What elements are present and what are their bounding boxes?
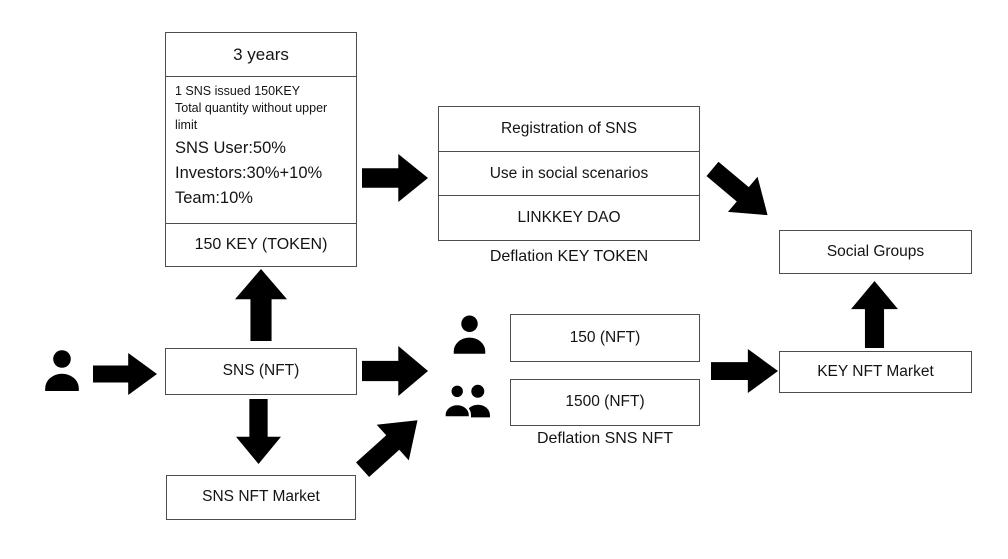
key-usage-stack: Registration of SNS Use in social scenar… [438,106,700,241]
nft-1500-box: 1500 (NFT) [510,379,700,426]
users-icon [441,381,494,419]
arrow-token-to-key-stack [362,154,428,202]
nft-stack-caption: Deflation SNS NFT [536,430,674,447]
arrow-sns-market-to-holders [346,402,433,487]
social-groups-box: Social Groups [779,230,972,274]
sns-nft-box: SNS (NFT) [165,348,357,395]
key-usage-social: Use in social scenarios [438,151,700,196]
token-duration: 3 years [166,33,356,77]
key-stack-caption: Deflation KEY TOKEN [489,248,649,265]
arrow-user-to-sns [93,353,157,395]
token-details: 1 SNS issued 150KEY Total quantity witho… [166,77,356,224]
arrow-key-stack-to-social-groups [698,151,783,233]
alloc-sns-user: SNS User:50% [175,139,286,157]
arrow-sns-to-sns-market [236,399,281,464]
arrow-sns-to-holders [362,346,428,396]
user-icon [447,310,492,360]
token-supply-line: Total quantity without upper limit [175,101,328,132]
key-usage-dao: LINKKEY DAO [438,195,700,241]
key-nft-market-box: KEY NFT Market [779,351,972,393]
key-usage-registration: Registration of SNS [438,106,700,152]
token-issue-line: 1 SNS issued 150KEY [175,84,301,98]
alloc-investors: Investors:30%+10% [175,164,323,182]
arrow-sns-to-token-box [235,269,287,341]
token-allocation-box: 3 years 1 SNS issued 150KEY Total quanti… [165,32,357,267]
token-footer: 150 KEY (TOKEN) [194,236,328,253]
sns-nft-market-box: SNS NFT Market [166,475,356,520]
arrow-nft-to-key-market [711,349,778,393]
nft-150-box: 150 (NFT) [510,314,700,362]
alloc-team: Team:10% [175,189,253,207]
user-icon [38,347,86,395]
arrow-key-market-to-social-groups [851,281,898,348]
